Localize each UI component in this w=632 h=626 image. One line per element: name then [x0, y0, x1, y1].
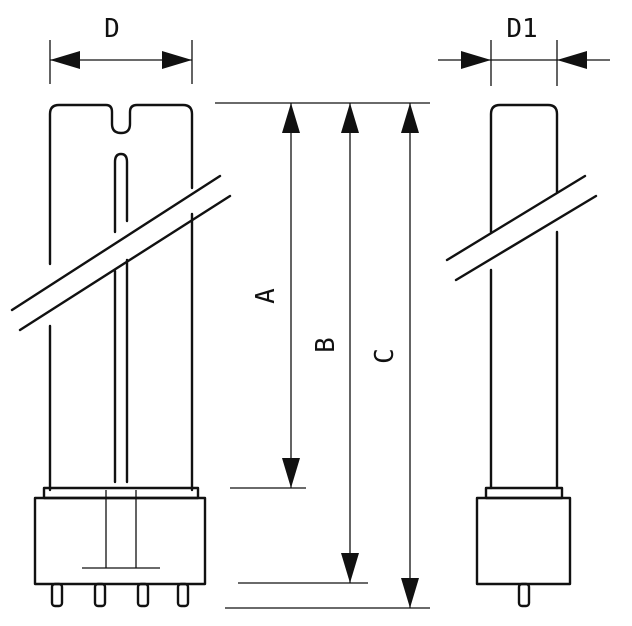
label-c: C	[370, 348, 400, 364]
front-pin-1	[50, 582, 64, 608]
front-tube-upper-outline	[48, 103, 194, 266]
front-pin-4	[176, 582, 190, 608]
b-arrow-bottom	[341, 553, 359, 583]
d-arrow-right	[162, 51, 192, 69]
a-arrow-top	[282, 103, 300, 133]
label-d: D	[104, 14, 120, 44]
side-collar	[484, 486, 564, 500]
side-base	[475, 496, 572, 586]
d-arrow-left	[50, 51, 80, 69]
d1-arrow-right	[557, 51, 587, 69]
c-arrow-top	[401, 103, 419, 133]
front-divider-upper	[113, 152, 129, 234]
side-break-line-upper	[445, 174, 587, 262]
label-b: B	[311, 337, 341, 353]
label-d1: D1	[506, 14, 537, 44]
side-break-line-lower	[454, 194, 598, 282]
front-break-line-upper	[10, 174, 222, 312]
front-pin-2	[93, 582, 107, 608]
front-view: D	[10, 14, 232, 608]
c-arrow-bottom	[401, 578, 419, 608]
front-collar	[42, 486, 200, 500]
front-break-line-lower	[18, 194, 232, 332]
label-a: A	[251, 288, 281, 304]
side-view: D1	[438, 14, 610, 608]
dimension-c: C	[370, 103, 419, 608]
a-arrow-bottom	[282, 458, 300, 488]
dimension-d: D	[49, 14, 193, 84]
dimension-a: A	[251, 103, 300, 488]
dimension-d1: D1	[438, 14, 610, 86]
height-dimensions: A B C	[215, 102, 430, 609]
side-pin	[517, 582, 531, 608]
b-arrow-top	[341, 103, 359, 133]
dimension-b: B	[311, 103, 359, 583]
front-pin-3	[136, 582, 150, 608]
side-tube-upper-outline	[489, 103, 559, 234]
front-base	[33, 496, 207, 586]
d1-arrow-left	[461, 51, 491, 69]
